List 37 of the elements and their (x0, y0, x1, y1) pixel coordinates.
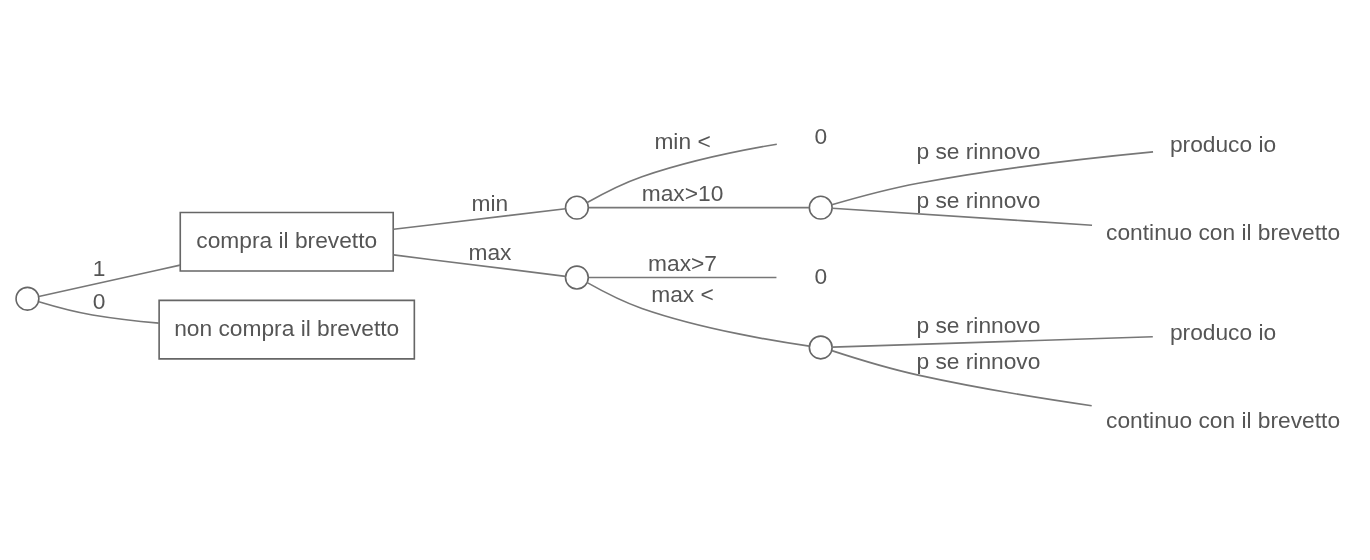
edge-label: max (468, 239, 512, 266)
connector (392, 254, 567, 278)
connector (830, 349, 1093, 407)
node-text: 0 (814, 262, 828, 289)
edge-label: max < (651, 281, 714, 308)
node-circle (15, 286, 40, 311)
connector (831, 207, 1093, 227)
connector (831, 151, 1154, 206)
node-circle (564, 265, 590, 290)
connector (38, 264, 181, 298)
connector (588, 276, 778, 279)
edge-label: max>7 (648, 250, 718, 277)
connector (38, 300, 160, 324)
edge-label: max>10 (641, 180, 724, 207)
edge-label: p se rinnovo (916, 186, 1041, 213)
node-box: non compra il brevetto (158, 299, 416, 360)
edge-label: p se rinnovo (916, 347, 1041, 374)
edge-label: 1 (92, 255, 106, 282)
node-text: continuo con il brevetto (1106, 218, 1341, 245)
edge-label: min (471, 190, 509, 217)
node-text: continuo con il brevetto (1106, 407, 1341, 434)
node-text: 0 (814, 122, 828, 149)
edge-label: p se rinnovo (916, 312, 1041, 339)
node-text: produco io (1169, 130, 1277, 157)
node-box: compra il brevetto (179, 211, 395, 272)
connector (586, 143, 778, 204)
node-circle (564, 195, 590, 220)
connector (588, 206, 810, 209)
edge-label: 0 (92, 287, 106, 314)
connector (392, 208, 567, 231)
connector (586, 281, 811, 347)
connector (831, 335, 1154, 348)
node-text: produco io (1169, 319, 1277, 346)
node-circle (808, 335, 833, 360)
edge-label: min < (654, 128, 711, 155)
node-circle (808, 195, 833, 220)
edge-label: p se rinnovo (916, 138, 1041, 165)
